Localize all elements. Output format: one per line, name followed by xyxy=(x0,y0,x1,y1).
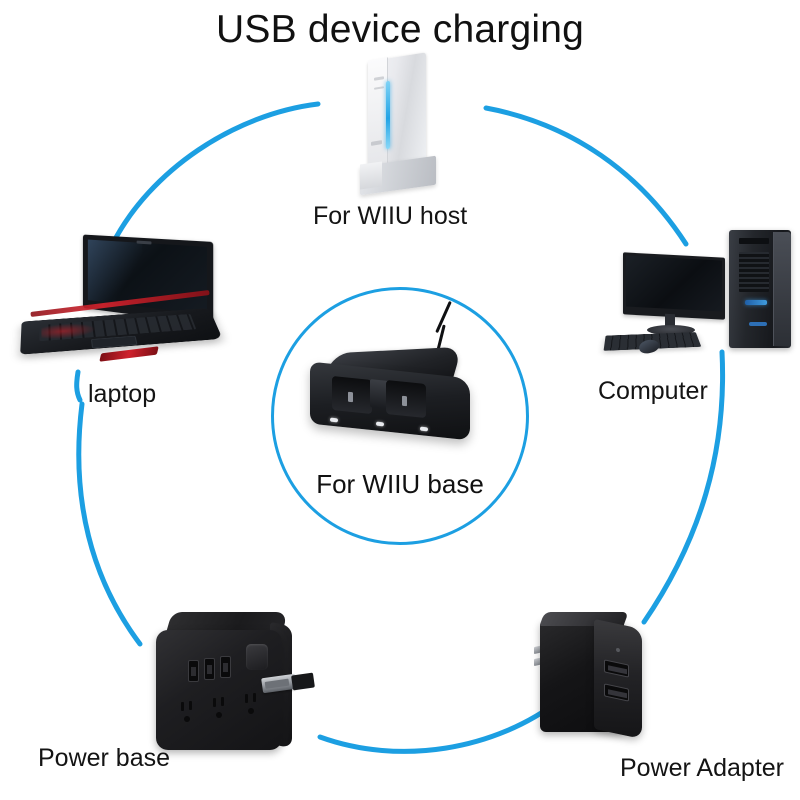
laptop-touchpad xyxy=(90,335,138,349)
label-power-base: Power base xyxy=(38,744,171,772)
dock-contact-left xyxy=(348,391,353,403)
computer-front-vent xyxy=(739,252,769,292)
laptop-red-front-accent xyxy=(99,346,159,362)
power-strip-outlet-2 xyxy=(208,696,234,726)
arc-power-base-to-power-adapter xyxy=(317,697,563,754)
desktop-computer-icon xyxy=(603,230,793,365)
wall-charger-icon xyxy=(534,600,674,750)
wii-disc-slot-led xyxy=(386,80,390,150)
charging-dock-icon xyxy=(308,300,496,462)
charger-front-face xyxy=(594,618,642,740)
label-wiiu-base: For WIIU base xyxy=(316,469,484,499)
charger-led xyxy=(616,647,620,653)
computer-power-led xyxy=(745,300,767,305)
laptop-keyboard-backlight xyxy=(41,321,97,341)
computer-monitor-screen xyxy=(626,255,722,312)
dock-led-3 xyxy=(420,426,428,432)
power-strip-outlet-1 xyxy=(176,700,202,730)
label-computer: Computer xyxy=(598,377,708,405)
arc-laptop-connector xyxy=(74,369,83,403)
computer-front-accent-led xyxy=(749,322,767,326)
arc-laptop-to-power-base xyxy=(76,401,143,647)
wii-stand-front xyxy=(360,161,382,190)
power-strip-icon xyxy=(152,612,315,764)
page-title: USB device charging xyxy=(216,8,584,51)
power-strip-switch[interactable] xyxy=(246,644,268,670)
wii-front-panel xyxy=(368,57,388,167)
laptop-screen-glare xyxy=(87,239,142,307)
label-laptop: laptop xyxy=(88,380,157,408)
label-power-adapter: Power Adapter xyxy=(620,754,784,782)
arc-laptop-to-wiiu-host xyxy=(109,101,321,248)
power-strip-usb-port-1 xyxy=(188,660,199,682)
computer-monitor-base xyxy=(647,325,695,335)
power-strip-usb-port-3 xyxy=(220,656,231,678)
wii-console-icon xyxy=(338,52,466,197)
laptop-base xyxy=(20,308,223,355)
center-circle xyxy=(271,287,529,545)
label-wiiu-host: For WIIU host xyxy=(313,202,468,230)
power-strip-outlet-3 xyxy=(240,692,266,722)
laptop-icon xyxy=(20,234,230,374)
computer-monitor xyxy=(623,252,725,320)
computer-tower-side-panel xyxy=(773,232,791,346)
dock-led-2 xyxy=(376,421,384,427)
dock-contact-right xyxy=(402,395,407,407)
power-strip-usb-port-2 xyxy=(204,658,215,680)
usb-cable xyxy=(291,672,315,691)
dock-led-1 xyxy=(330,417,338,423)
computer-optical-drive-bay xyxy=(739,238,769,244)
arc-wiiu-host-to-computer xyxy=(483,105,689,247)
